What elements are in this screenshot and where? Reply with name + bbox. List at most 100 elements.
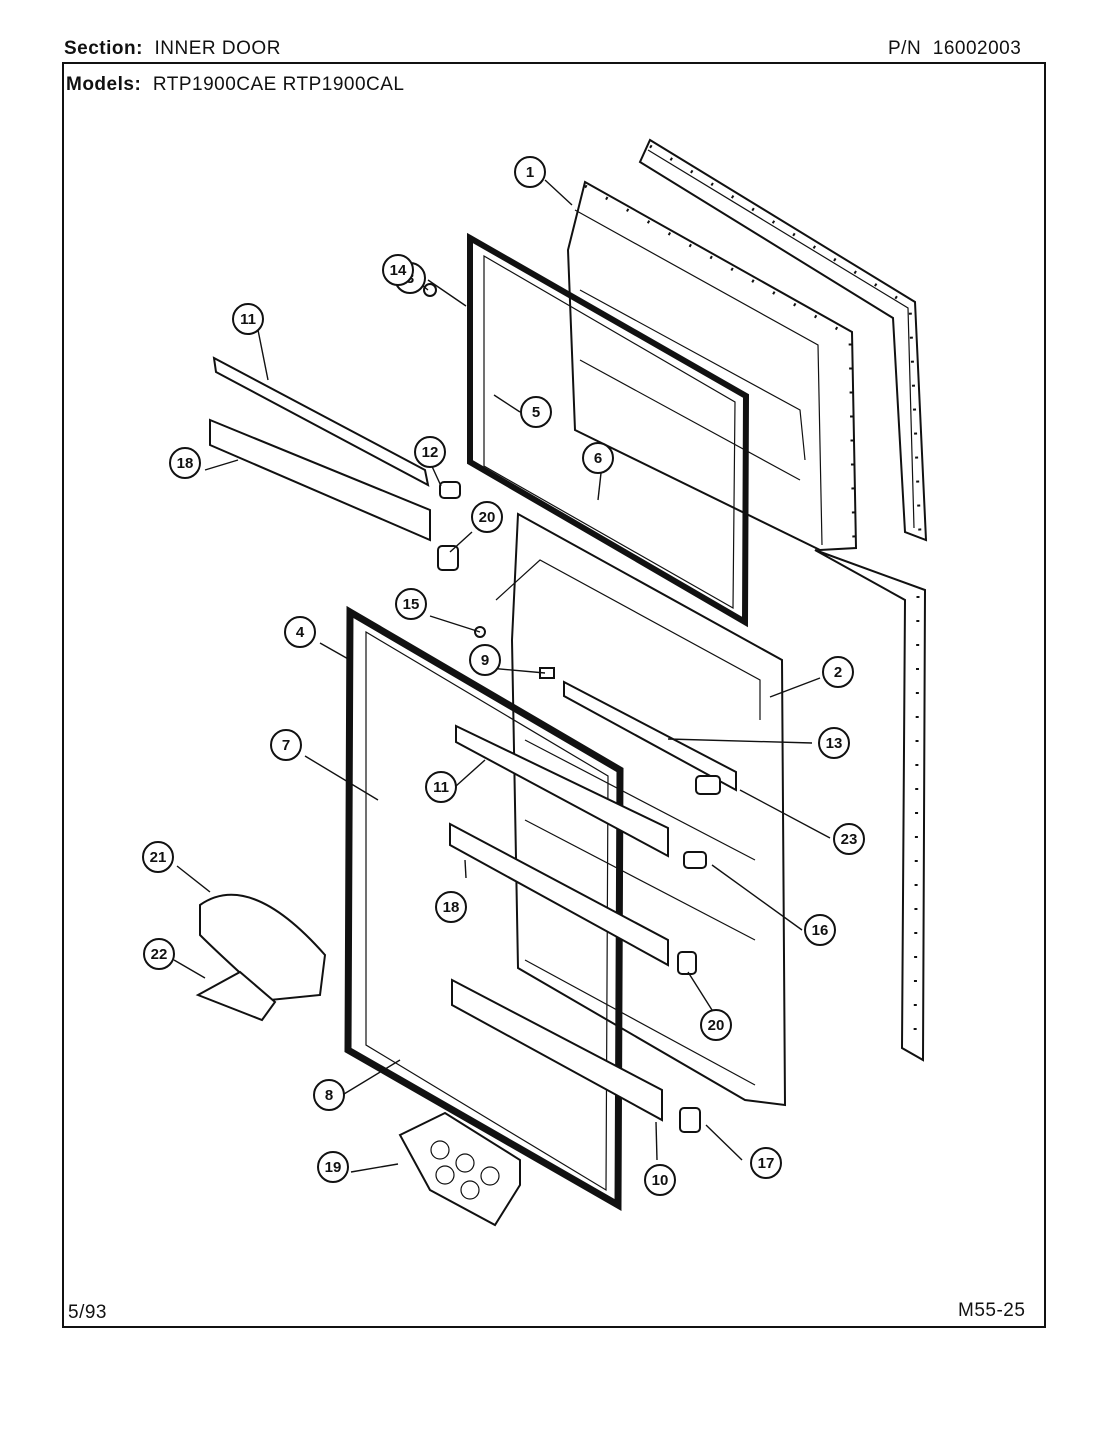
callout-17: 17 <box>750 1147 782 1179</box>
callout-number: 14 <box>390 262 407 279</box>
callout-circle <box>284 616 316 648</box>
callout-number: 9 <box>481 652 489 669</box>
callout-circle <box>395 588 427 620</box>
callout-20: 20 <box>471 501 503 533</box>
callout-circle <box>750 1147 782 1179</box>
callout-number: 18 <box>443 899 460 916</box>
fresh-food-door-liner <box>495 512 787 1107</box>
callout-16: 16 <box>804 914 836 946</box>
callout-number: 6 <box>594 450 602 467</box>
callout-number: 11 <box>433 779 449 796</box>
callout-number: 2 <box>834 664 842 681</box>
callout-number: 11 <box>240 311 256 328</box>
callout-10: 10 <box>644 1164 676 1196</box>
diagram-frame <box>62 62 1046 1328</box>
callout-number: 4 <box>296 624 305 641</box>
callout-circle <box>514 156 546 188</box>
models-value: RTP1900CAE RTP1900CAL <box>152 74 405 95</box>
callout-circle <box>382 254 414 286</box>
callout-21: 21 <box>142 841 174 873</box>
section-label: Section: <box>64 38 143 59</box>
callout-circle <box>317 1151 349 1183</box>
callout-number: 17 <box>758 1155 775 1172</box>
callout-circle <box>414 436 446 468</box>
callout-number: 18 <box>177 455 194 472</box>
callout-2: 2 <box>822 656 854 688</box>
egg-bin <box>398 1111 521 1227</box>
callout-circle <box>469 644 501 676</box>
callout-circle <box>142 841 174 873</box>
callout-13: 13 <box>818 727 850 759</box>
callout-19: 19 <box>317 1151 349 1183</box>
callout-5: 5 <box>520 396 552 428</box>
callout-circle <box>425 771 457 803</box>
callout-15: 15 <box>395 588 427 620</box>
pn-value: 16002003 <box>932 38 1022 59</box>
callout-number: 16 <box>812 922 829 939</box>
callout-8: 8 <box>313 1079 345 1111</box>
callout-number: 19 <box>325 1159 342 1176</box>
callout-7: 7 <box>270 729 302 761</box>
callout-1: 1 <box>514 156 546 188</box>
callout-number: 1 <box>526 164 534 181</box>
callout-circle <box>435 891 467 923</box>
footer-date: 5/93 <box>68 1302 107 1323</box>
fresh-food-door-gasket <box>344 605 624 1212</box>
section-value: INNER DOOR <box>154 38 281 59</box>
callout-circle <box>700 1009 732 1041</box>
callout-bubbles: 1234567891011111213141516171818192020212… <box>142 156 865 1196</box>
callout-number: 20 <box>708 1017 725 1034</box>
callout-circle <box>143 938 175 970</box>
callout-18: 18 <box>435 891 467 923</box>
callout-circle <box>582 442 614 474</box>
callout-circle <box>169 447 201 479</box>
shelf-clips <box>437 481 721 1133</box>
callout-number: 8 <box>325 1087 333 1104</box>
models-heading: Models: RTP1900CAE RTP1900CAL <box>66 74 405 96</box>
callout-number: 10 <box>652 1172 669 1189</box>
pn-label: P/N <box>888 38 922 59</box>
callout-18: 18 <box>169 447 201 479</box>
callout-14: 14 <box>382 254 414 286</box>
callout-9: 9 <box>469 644 501 676</box>
footer-page-code: M55-25 <box>958 1300 1026 1321</box>
section-heading: Section: INNER DOOR <box>64 38 281 60</box>
callout-circle <box>232 303 264 335</box>
callout-circle <box>833 823 865 855</box>
callout-23: 23 <box>833 823 865 855</box>
callout-circle <box>818 727 850 759</box>
freezer-door-liner <box>566 180 858 552</box>
callout-12: 12 <box>414 436 446 468</box>
callout-circle <box>804 914 836 946</box>
dairy-compartment <box>195 893 327 1022</box>
callout-number: 7 <box>282 737 290 754</box>
leader-lines <box>173 179 831 1173</box>
fresh-food-door-outer-panel <box>814 549 927 1062</box>
callout-20: 20 <box>700 1009 732 1041</box>
callout-number: 22 <box>151 946 168 963</box>
callout-number: 20 <box>479 509 496 526</box>
callout-11: 11 <box>232 303 264 335</box>
callout-circle <box>644 1164 676 1196</box>
callout-22: 22 <box>143 938 175 970</box>
callout-circle <box>822 656 854 688</box>
callout-number: 15 <box>403 596 420 613</box>
callout-11: 11 <box>425 771 457 803</box>
callout-number: 5 <box>532 404 540 421</box>
freezer-door-outer-panel <box>638 138 928 542</box>
callout-number: 21 <box>150 849 167 866</box>
callout-number: 13 <box>826 735 843 752</box>
callout-circle <box>520 396 552 428</box>
models-label: Models: <box>66 74 142 95</box>
callout-circle <box>313 1079 345 1111</box>
part-number: P/N 16002003 <box>888 38 1021 60</box>
callout-circle <box>471 501 503 533</box>
callout-6: 6 <box>582 442 614 474</box>
callout-number: 12 <box>422 444 439 461</box>
callout-4: 4 <box>284 616 316 648</box>
freezer-door-gasket <box>467 232 750 628</box>
callout-number: 23 <box>841 831 858 848</box>
callout-circle <box>270 729 302 761</box>
shelf-bars <box>209 356 737 1122</box>
